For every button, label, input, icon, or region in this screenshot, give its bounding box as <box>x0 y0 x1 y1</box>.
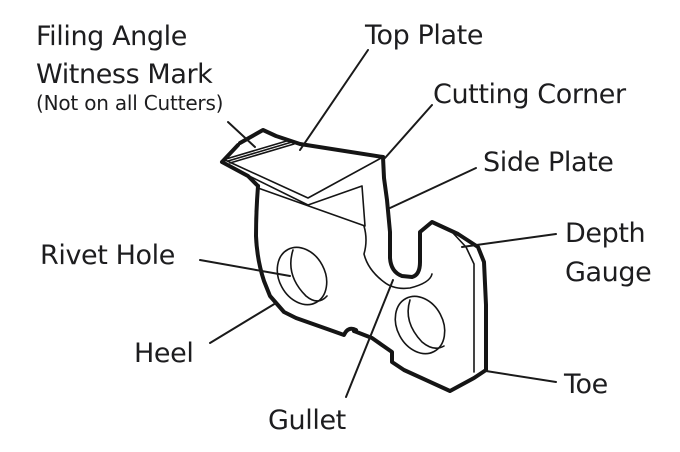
top-plate-face <box>224 156 384 227</box>
label-filing-angle-line2: Witness Mark <box>36 59 213 90</box>
rivet-hole-front <box>394 295 446 355</box>
leader-depth-gauge <box>461 233 557 248</box>
leader-lines <box>199 49 557 398</box>
rivet-hole-rear <box>276 246 328 306</box>
rivet-hole-front-inner <box>407 299 445 350</box>
label-rivet-hole: Rivet Hole <box>40 240 175 271</box>
label-filing-angle-note: (Not on all Cutters) <box>36 91 223 115</box>
heel-outline <box>254 184 358 337</box>
label-depth-gauge-line2: Gauge <box>565 257 651 288</box>
leader-rivet-hole <box>199 259 291 277</box>
cutter-illustration <box>220 128 488 393</box>
gullet-curve <box>363 225 433 290</box>
leader-filing-angle <box>227 121 256 148</box>
label-heel: Heel <box>134 338 193 369</box>
leader-heel <box>209 302 277 344</box>
witness-mark <box>225 139 295 164</box>
side-plate-outline <box>381 155 488 372</box>
rivet-hole-rear-inner <box>290 249 328 302</box>
label-cutting-corner: Cutting Corner <box>433 79 627 110</box>
label-filing-angle-line1: Filing Angle <box>36 21 187 52</box>
label-gullet: Gullet <box>268 405 346 436</box>
leader-cutting-corner <box>384 104 433 159</box>
leader-top-plate <box>299 49 369 151</box>
label-top-plate: Top Plate <box>364 20 483 51</box>
leader-gullet <box>345 279 394 398</box>
leader-side-plate <box>389 167 477 209</box>
toe-outline <box>352 329 488 393</box>
label-toe: Toe <box>563 369 608 400</box>
label-depth-gauge-line1: Depth <box>565 218 645 249</box>
labels: Filing Angle Witness Mark (Not on all Cu… <box>36 20 652 436</box>
leader-toe <box>485 370 557 383</box>
label-side-plate: Side Plate <box>483 147 614 178</box>
